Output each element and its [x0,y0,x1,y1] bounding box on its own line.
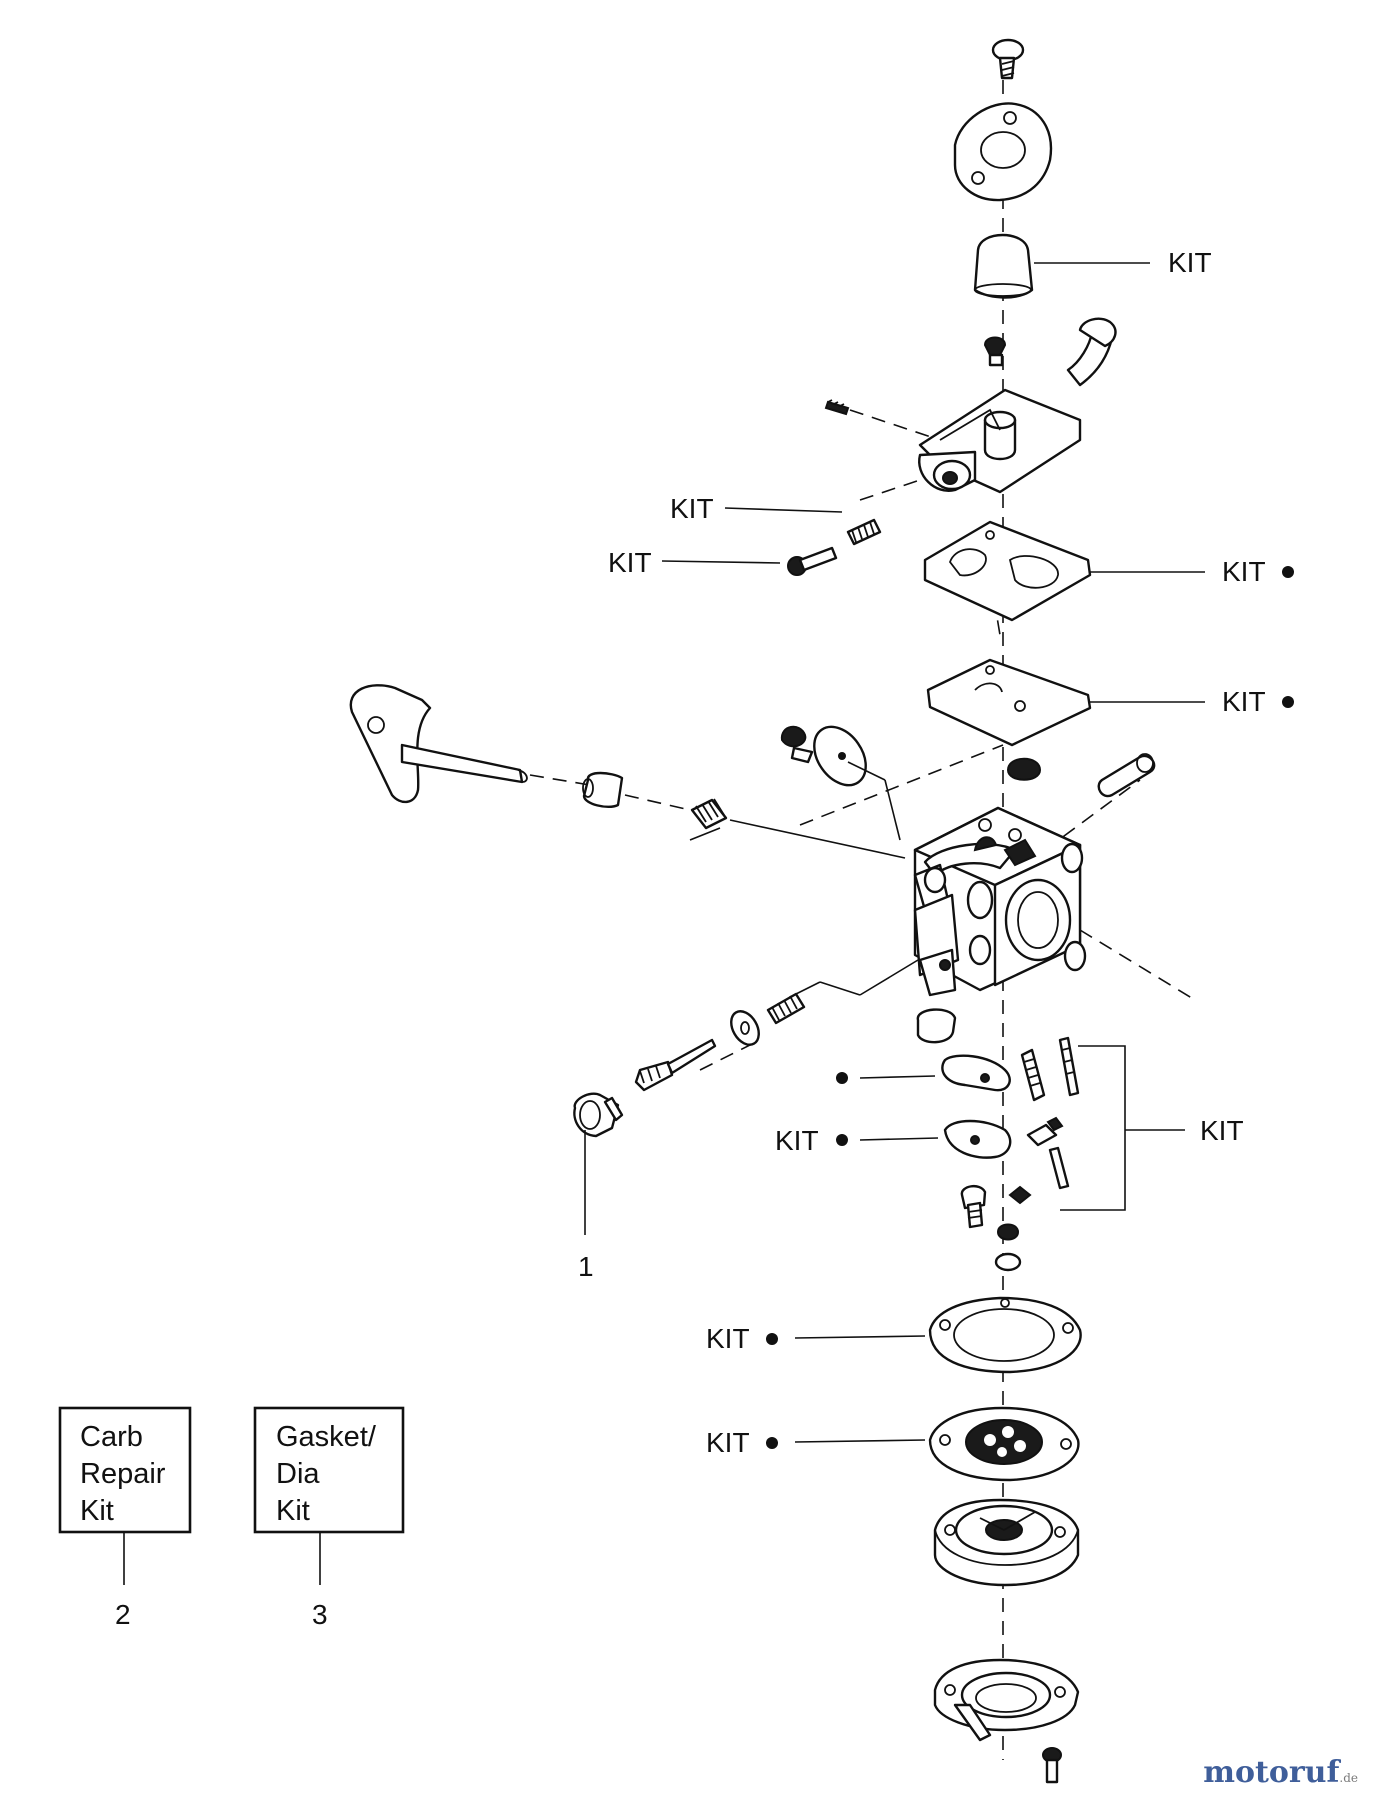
limiter-cap [573,1092,624,1138]
carb-repair-line-3: Kit [80,1495,114,1527]
elbow-fitting [1066,317,1117,387]
check-valve [983,336,1007,367]
adjusting-needle [634,1038,717,1092]
primer-bulb [973,233,1034,299]
watermark-main: motoruf [1203,1755,1340,1790]
throttle-lever [349,684,528,804]
carburetor-body [913,806,1087,997]
gasket-dia-kit-box: Gasket/ Dia Kit 3 [253,1406,405,1630]
needle-spring-lower [766,992,806,1025]
kit-label-gasket-lower: KIT [706,1323,750,1354]
carb-repair-kit-box: Carb Repair Kit 2 [58,1406,192,1630]
kit-label-needle-screw: KIT [608,547,652,578]
needle-washer [730,1010,760,1046]
choke-screw [780,725,814,764]
kit-label-inlet-valve-group: KIT [1200,1115,1244,1146]
carb-repair-line-2: Repair [80,1458,166,1490]
gasket-dia-line-3: Kit [276,1495,310,1527]
needle-spring [846,518,882,546]
kit-label-gasket-upper: KIT [1222,556,1266,587]
metering-screw [960,1184,987,1229]
carb-repair-line-1: Carb [80,1421,143,1453]
watermark-logo: motoruf.de [1203,1755,1358,1790]
choke-disc [813,725,867,787]
throttle-spring [690,798,728,830]
kit-label-needle-spring: KIT [670,493,714,524]
gasket-dia-line-1: Gasket/ [276,1421,377,1453]
top-cover-plate [953,102,1053,202]
kit-label-diaphragm-upper: KIT [1222,686,1266,717]
metering-disc-upper [941,1054,1011,1092]
needle-screw [787,546,838,576]
watermark-tld: .de [1339,1771,1358,1785]
gasket-dia-line-2: Dia [276,1458,320,1490]
upper-gasket [923,520,1092,622]
kit-label-metering-lever: KIT [775,1125,819,1156]
pump-housing [918,388,1082,494]
kit-label-diaphragm-lower: KIT [706,1427,750,1458]
kit-label-primer-bulb: KIT [1168,247,1212,278]
metering-disc-lower [943,1119,1012,1159]
bottom-cover [933,1658,1080,1742]
pivot-pin [1097,753,1156,798]
lower-diaphragm [928,1406,1080,1482]
bottom-screw [1042,1747,1062,1784]
pump-cover [933,1498,1080,1587]
throttle-bushing [582,771,624,809]
upper-diaphragm [926,658,1092,747]
ref-label-2: 2 [115,1599,131,1630]
inlet-valve-group [1020,1036,1080,1190]
top-screw [991,38,1025,80]
ref-label-1: 1 [578,1251,594,1282]
ref-label-3: 3 [312,1599,328,1630]
lower-gasket [928,1296,1082,1374]
